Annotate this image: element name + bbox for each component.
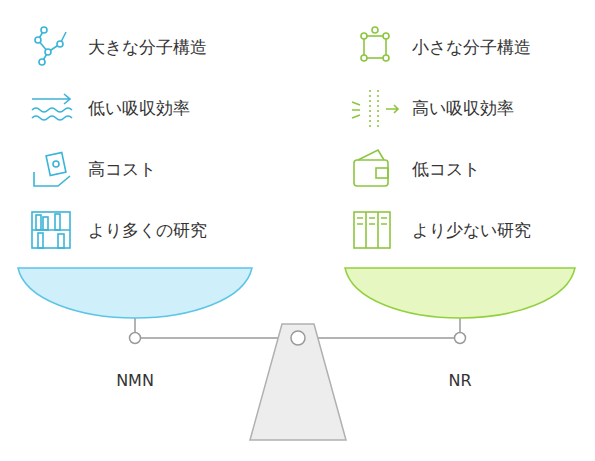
bookshelf-icon	[32, 212, 70, 248]
cost-hand-icon	[34, 153, 70, 186]
atom-circle	[41, 27, 47, 33]
atom-circle	[383, 55, 389, 61]
pivot-circle	[291, 331, 305, 345]
bill-rect	[46, 153, 66, 176]
arrow-path	[386, 105, 398, 113]
item-label: より多くの研究	[88, 219, 207, 241]
label-lines	[357, 218, 387, 224]
fulcrum-stand	[250, 324, 346, 440]
book-rect	[38, 233, 43, 248]
dotted-line	[369, 90, 371, 128]
item-label: 高コスト	[88, 158, 156, 180]
book-rect	[36, 215, 41, 230]
wave-icon	[32, 94, 72, 120]
hand-path	[34, 172, 70, 186]
wave-path	[32, 116, 72, 120]
item-label: 低コスト	[412, 158, 480, 180]
item-label: 低い吸収効率	[88, 97, 190, 119]
shelf-rect	[32, 212, 70, 248]
divider-line	[377, 212, 379, 248]
bill-path	[358, 150, 384, 160]
cabinet-rect	[354, 212, 390, 248]
book-rect	[43, 217, 48, 230]
dotted-line	[377, 90, 379, 128]
absorb-icon	[352, 90, 398, 128]
atom-circle	[39, 59, 45, 65]
left-pan	[18, 268, 252, 318]
molecule-icon	[35, 27, 66, 65]
string-line	[134, 318, 136, 332]
book-rect	[55, 214, 60, 230]
right-pan	[345, 268, 575, 318]
arrow-path	[32, 94, 70, 104]
side-name: NMN	[116, 371, 154, 391]
hinge-circle	[130, 333, 141, 344]
wallet-rect	[354, 160, 388, 186]
side-name: NR	[448, 371, 471, 391]
atom-circle	[35, 37, 41, 43]
atom-circle	[383, 33, 389, 39]
hinge-circle	[455, 333, 466, 344]
atom-circle	[361, 33, 367, 39]
wave-path	[32, 108, 72, 112]
wallet-icon	[354, 150, 388, 186]
square-rect	[364, 36, 386, 58]
book-rect	[58, 234, 64, 248]
cabinet-icon	[354, 212, 390, 248]
coin-circle	[53, 161, 59, 167]
string-line	[459, 318, 461, 332]
item-label: 大きな分子構造	[88, 36, 207, 58]
atom-circle	[45, 49, 51, 55]
item-label: 高い吸収効率	[412, 97, 514, 119]
ray-path	[352, 102, 360, 118]
small-molecule-icon	[361, 27, 389, 61]
item-label: 小さな分子構造	[412, 36, 531, 58]
atom-circle	[372, 27, 378, 33]
atom-circle	[57, 41, 63, 47]
divider-line	[365, 212, 367, 248]
item-label: より少ない研究	[412, 219, 531, 241]
clasp-rect	[376, 168, 388, 178]
atom-circle	[361, 55, 367, 61]
